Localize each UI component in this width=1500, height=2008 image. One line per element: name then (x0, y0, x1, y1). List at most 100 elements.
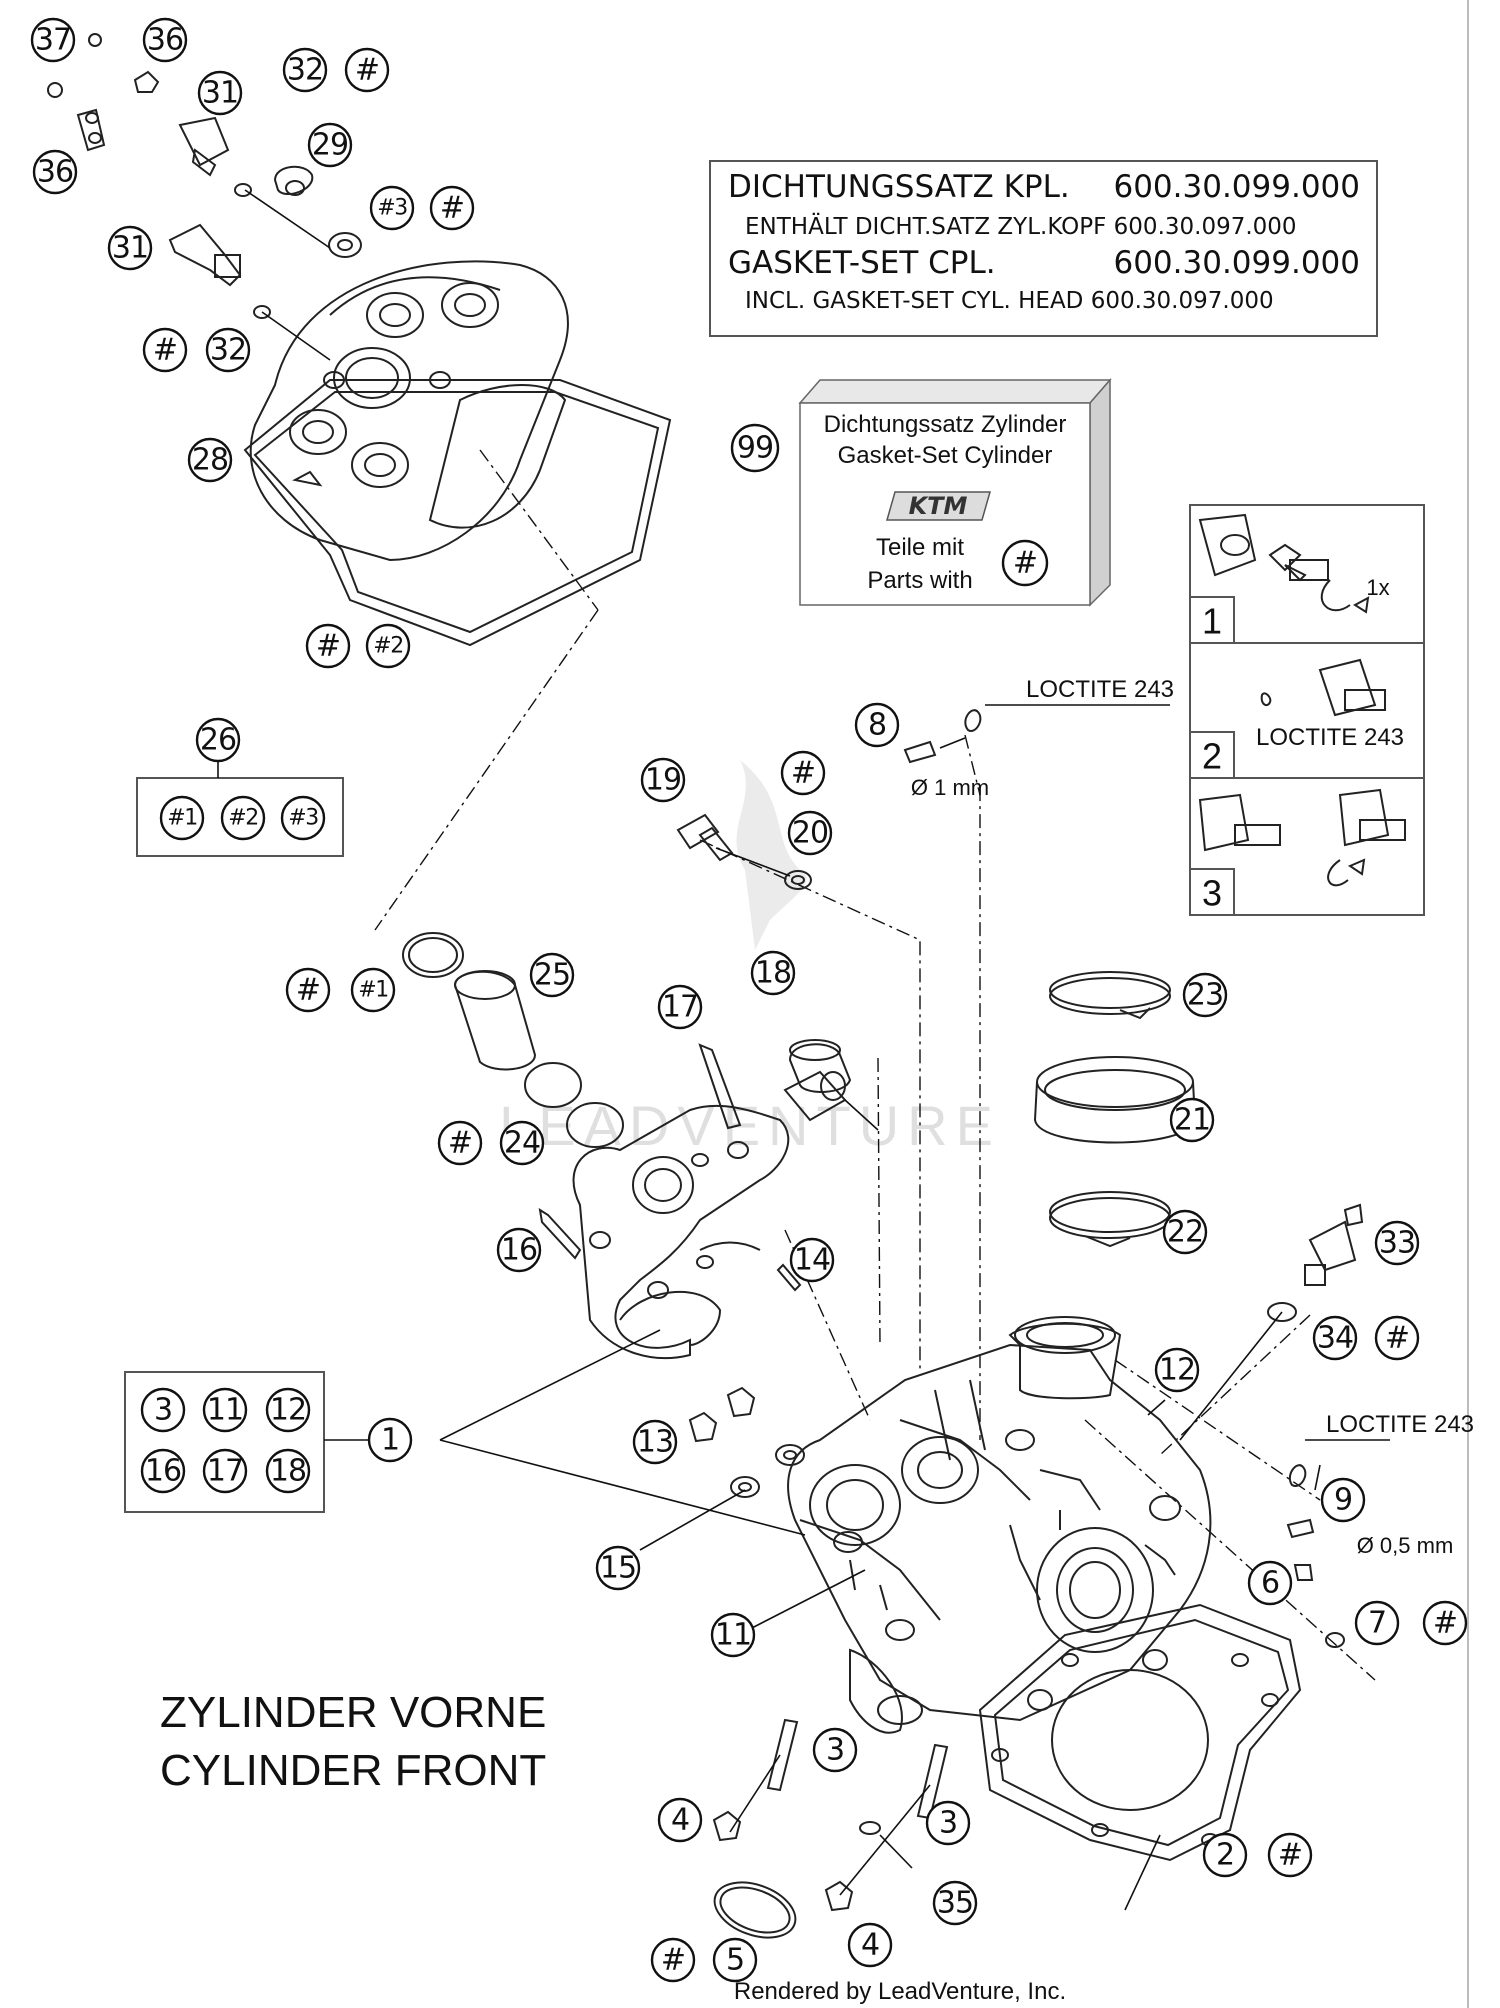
svg-text:36: 36 (147, 23, 183, 58)
callout-32: 32 (205, 327, 251, 373)
svg-text:KTM: KTM (909, 492, 968, 520)
callout-hash: # (1422, 1600, 1468, 1646)
svg-text:8: 8 (868, 708, 886, 743)
callout-3: 3 (925, 1800, 971, 1846)
callout-8: 8 (854, 702, 900, 748)
svg-text:#: # (661, 1943, 685, 1978)
svg-text:15: 15 (600, 1551, 636, 1586)
callout-hash1: #1 (159, 795, 205, 841)
svg-text:22: 22 (1167, 1215, 1203, 1250)
callout-5: 5 (712, 1937, 758, 1983)
svg-text:18: 18 (270, 1454, 306, 1489)
callout-11: 11 (710, 1612, 756, 1658)
kit-line4: Parts with (867, 567, 972, 594)
callout-14: 14 (789, 1237, 835, 1283)
callout-4: 4 (847, 1922, 893, 1968)
svg-text:12: 12 (270, 1393, 306, 1428)
svg-text:6: 6 (1261, 1566, 1279, 1601)
callout-37: 37 (30, 17, 76, 63)
svg-text:#: # (153, 333, 177, 368)
svg-text:20: 20 (792, 816, 828, 851)
step1-number: 1 (1202, 601, 1222, 642)
svg-text:2: 2 (1216, 1838, 1234, 1873)
svg-text:7: 7 (1368, 1606, 1386, 1641)
step3-number: 3 (1202, 873, 1222, 914)
callout-21: 21 (1169, 1097, 1215, 1143)
svg-text:21: 21 (1174, 1103, 1210, 1138)
callout-hash: # (1374, 1315, 1420, 1361)
svg-text:#: # (316, 629, 340, 664)
step1-illustration (1198, 513, 1370, 614)
svg-text:3: 3 (826, 1733, 844, 1768)
callout-hash: # (344, 47, 390, 93)
svg-text:11: 11 (207, 1393, 243, 1428)
svg-text:#3: #3 (288, 806, 318, 831)
callout-34: 34 (1312, 1315, 1358, 1361)
svg-text:1: 1 (381, 1423, 399, 1458)
head-gasket (978, 1603, 1302, 1862)
svg-text:3: 3 (154, 1393, 172, 1428)
bolt-19-washer-20 (676, 813, 852, 1093)
callout-hash: # (1267, 1832, 1313, 1878)
gasket-line3-number: 600.30.099.000 (1113, 245, 1360, 281)
svg-text:16: 16 (501, 1233, 537, 1268)
callout-28: 28 (187, 437, 233, 483)
callout-hash3: #3 (369, 185, 415, 231)
svg-text:4: 4 (861, 1928, 879, 1963)
svg-text:34: 34 (1317, 1321, 1353, 1356)
callout-layer: 37 36 36 31 32 # 29 #3 # 31 # 32 28 # #2… (30, 17, 1468, 1983)
gasket-line1-number: 600.30.099.000 (1113, 169, 1360, 205)
camshaft-bridge (538, 1043, 879, 1360)
diameter-label-part9: Ø 0,5 mm (1357, 1533, 1454, 1558)
svg-text:#: # (440, 191, 464, 226)
svg-text:35: 35 (937, 1886, 973, 1921)
callout-1: 1 (367, 1417, 413, 1463)
callout-99: 99 (730, 423, 780, 473)
svg-text:#2: #2 (228, 806, 257, 831)
callout-32: 32 (282, 47, 328, 93)
callout-hash: # (305, 623, 351, 669)
intake-boot-clamps (1033, 971, 1197, 1248)
callout-24: 24 (499, 1120, 545, 1166)
svg-text:18: 18 (755, 956, 791, 991)
svg-text:26: 26 (200, 723, 236, 758)
svg-text:#1: #1 (167, 806, 196, 831)
gasket-line4: INCL. GASKET-SET CYL. HEAD 600.30.097.00… (745, 288, 1274, 314)
svg-text:24: 24 (504, 1126, 540, 1161)
callout-7: 7 (1354, 1600, 1400, 1646)
callout-23: 23 (1182, 972, 1228, 1018)
watermark: LEADVENTURE (499, 760, 993, 1157)
callout-9: 9 (1320, 1477, 1366, 1523)
callout-33: 33 (1374, 1220, 1420, 1266)
svg-text:32: 32 (287, 53, 323, 88)
svg-text:#3: #3 (377, 196, 407, 221)
svg-text:37: 37 (35, 23, 71, 58)
svg-text:4: 4 (671, 1803, 689, 1838)
svg-text:14: 14 (794, 1243, 830, 1278)
callout-hash2: #2 (220, 795, 266, 841)
svg-text:19: 19 (645, 763, 681, 798)
callout-15: 15 (595, 1545, 641, 1591)
kit-line3: Teile mit (876, 534, 964, 561)
svg-text:13: 13 (637, 1425, 673, 1460)
svg-text:#: # (1013, 546, 1037, 581)
svg-text:#: # (296, 973, 320, 1008)
svg-text:23: 23 (1187, 978, 1223, 1013)
callout-3: 3 (812, 1727, 858, 1773)
leader-lines (439, 704, 1390, 1911)
steps-panel: 1 1x 2 LOCTITE 243 3 (1189, 504, 1425, 916)
svg-text:36: 36 (37, 155, 73, 190)
svg-text:#: # (355, 53, 379, 88)
svg-text:#: # (448, 1126, 472, 1161)
callout-12: 12 (1154, 1347, 1200, 1393)
callout-18: 18 (265, 1448, 311, 1494)
svg-text:#: # (1385, 1321, 1409, 1356)
callout-22: 22 (1162, 1209, 1208, 1255)
callout-18: 18 (750, 950, 796, 996)
ktm-logo: KTM (886, 491, 991, 521)
svg-text:29: 29 (312, 128, 348, 163)
callout-26: 26 (195, 717, 241, 763)
callout-hash3: #3 (280, 795, 326, 841)
callout-hash2: #2 (365, 623, 411, 669)
